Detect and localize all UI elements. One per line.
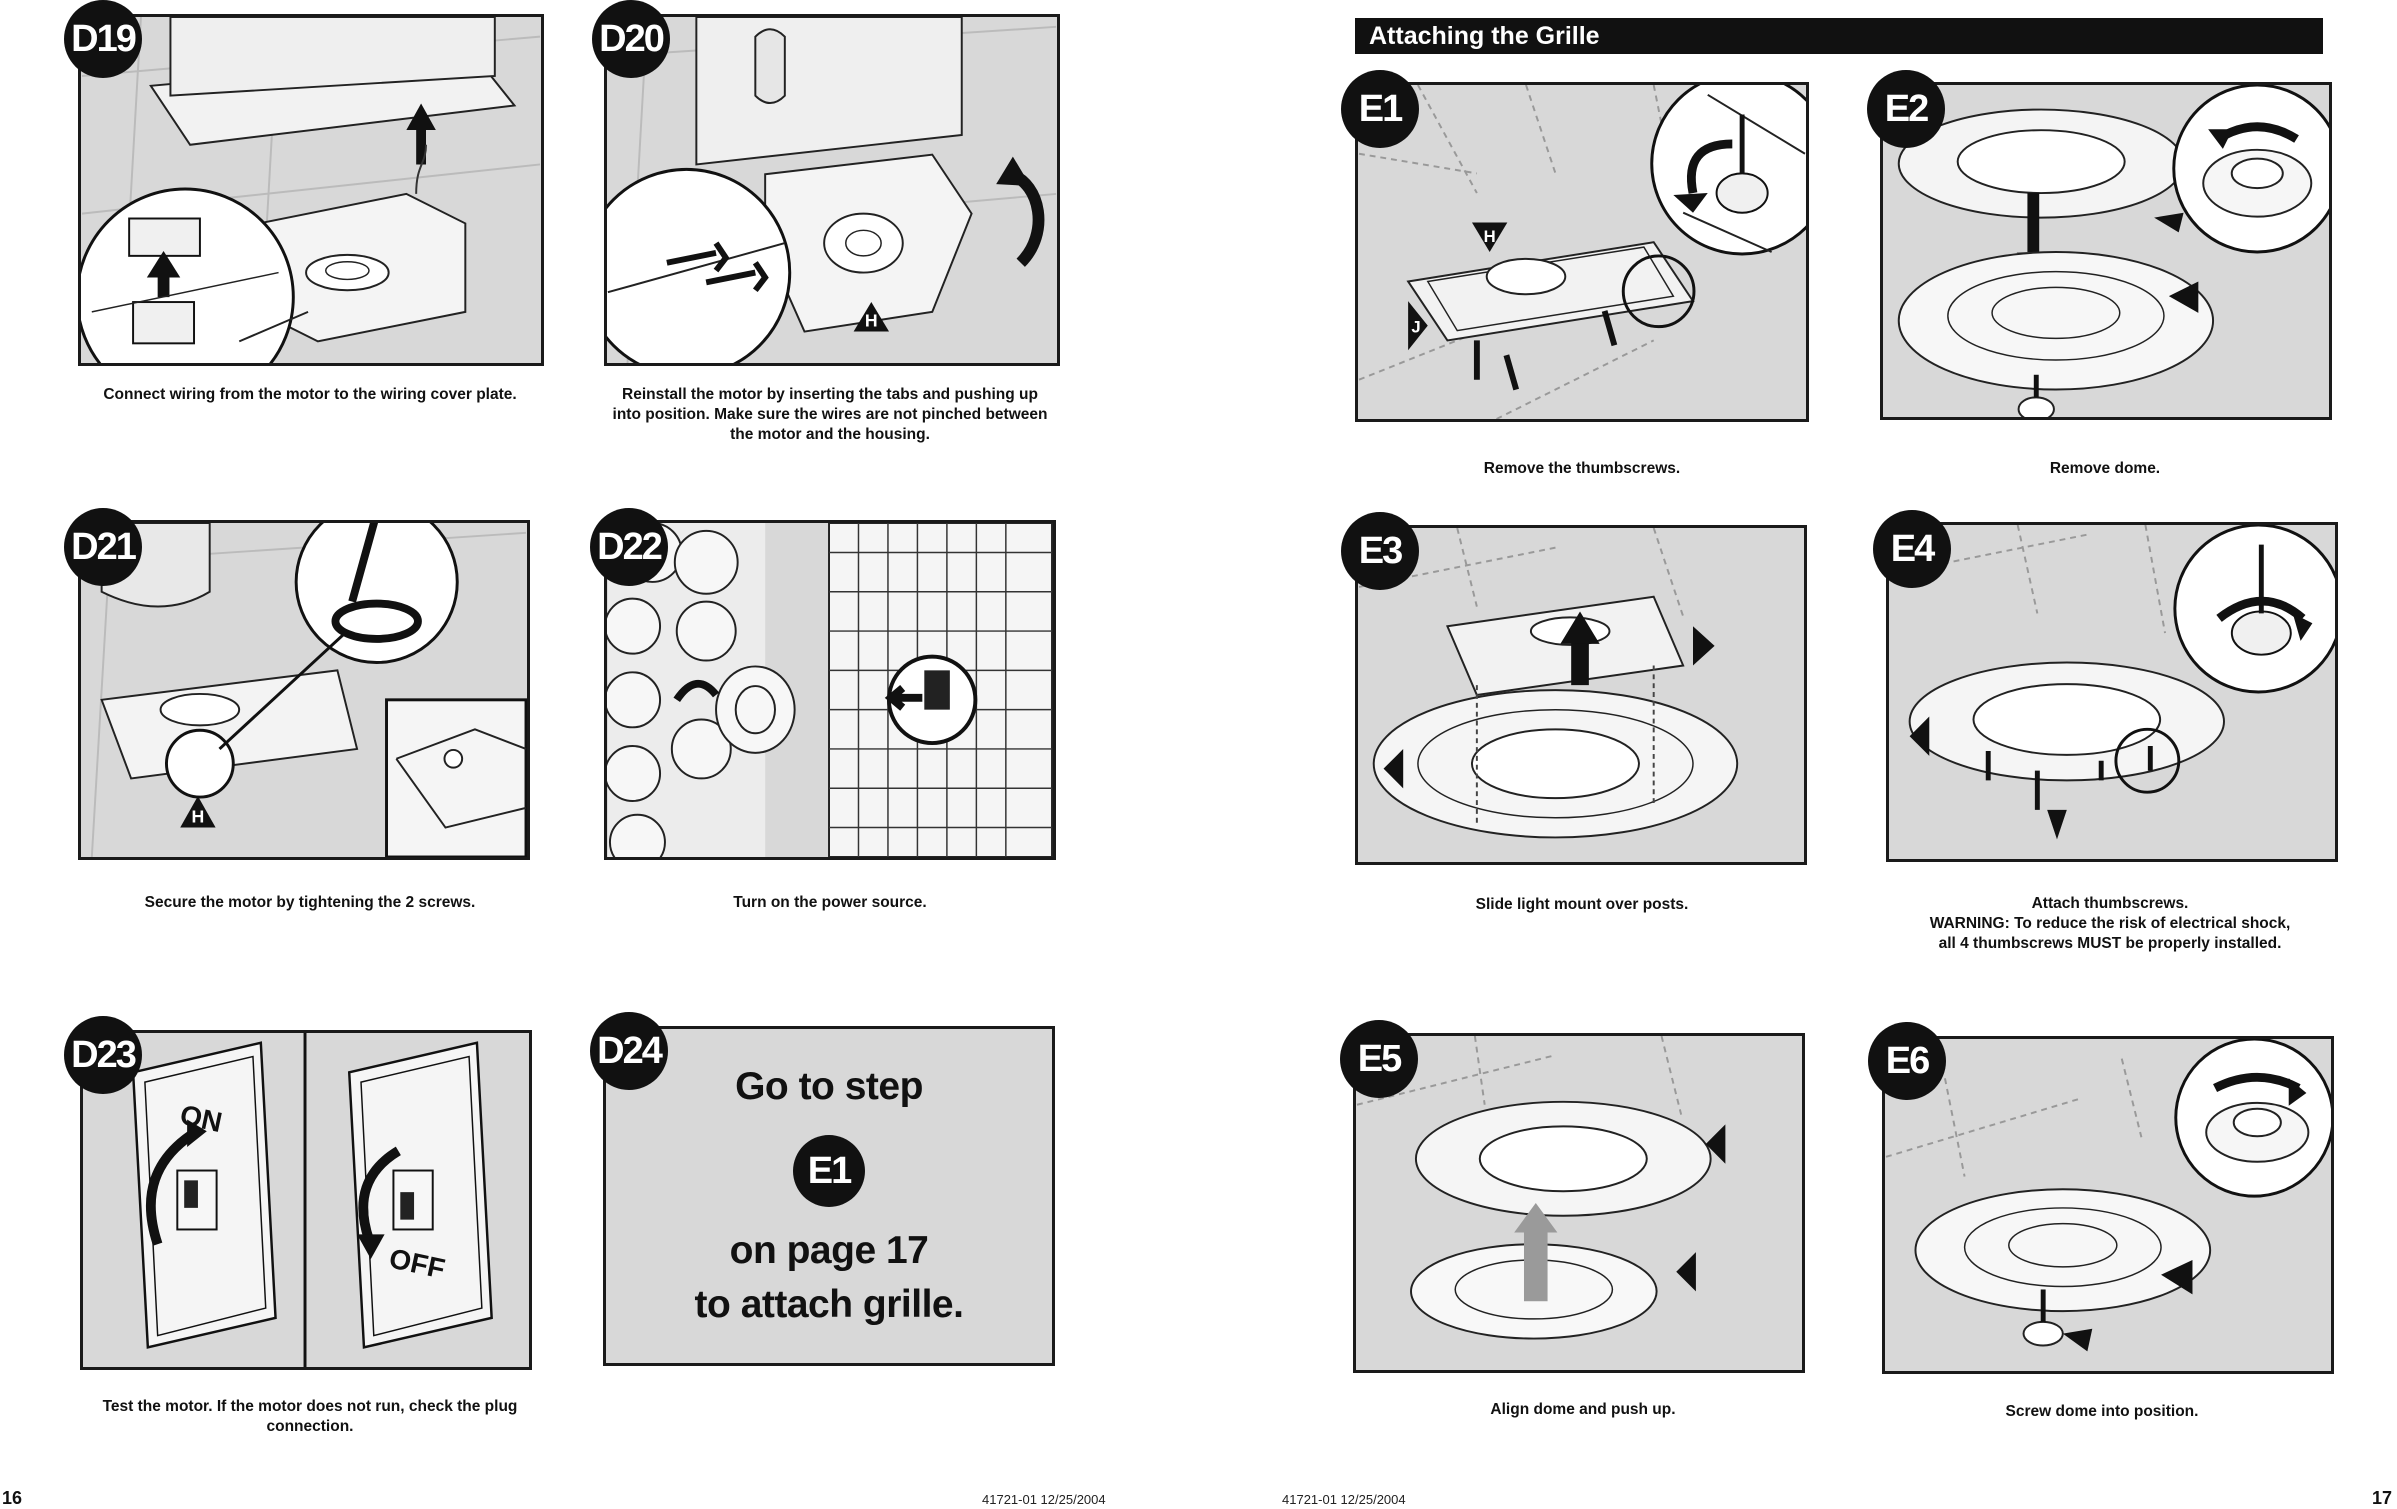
caption-e5-line-1: Align dome and push up. — [1490, 1401, 1676, 1418]
caption-e4-line-3: all 4 thumbscrews MUST be properly insta… — [1938, 935, 2282, 952]
figure-e2 — [1880, 82, 2332, 420]
align-dome-illustration — [1356, 1036, 1726, 1340]
step-badge-e3: E3 — [1341, 512, 1419, 590]
goto-line-2: on page 17 — [729, 1229, 929, 1272]
goto-line-3: to attach grille. — [694, 1283, 964, 1326]
caption-d20: Reinstall the motor by inserting the tab… — [580, 385, 1080, 445]
slide-light-mount-illustration — [1358, 528, 1739, 839]
caption-e6-line-1: Screw dome into position. — [2005, 1403, 2199, 1420]
remove-thumbscrews-illustration: H J — [1358, 85, 1806, 419]
caption-d20-line-1: Reinstall the motor by inserting the tab… — [622, 386, 1038, 403]
caption-e3-line-1: Slide light mount over posts. — [1475, 896, 1689, 913]
figure-d19 — [78, 14, 544, 366]
goto-target-badge: E1 — [793, 1135, 865, 1207]
caption-e1-line-1: Remove the thumbscrews. — [1483, 460, 1681, 477]
attach-thumbscrews-illustration — [1889, 525, 2335, 840]
caption-d22-line-1: Turn on the power source. — [733, 894, 927, 911]
tighten-screws-illustration: H — [81, 523, 527, 857]
step-badge-d20: D20 — [592, 0, 670, 78]
doc-id-right: 41721-01 12/25/2004 — [1282, 1492, 1406, 1507]
svg-text:J: J — [1411, 318, 1420, 337]
section-title: Attaching the Grille — [1355, 18, 2323, 54]
figure-d23: ON OFF — [80, 1030, 532, 1370]
screw-dome-illustration — [1885, 1039, 2331, 1352]
caption-d23-line-2: connection. — [266, 1418, 354, 1435]
figure-d24: Go to step E1 on page 17 to attach grill… — [603, 1026, 1055, 1366]
svg-text:H: H — [192, 807, 205, 827]
caption-e4-line-1: Attach thumbscrews. — [2031, 895, 2189, 912]
step-badge-d19: D19 — [64, 0, 142, 78]
caption-d21-line-1: Secure the motor by tightening the 2 scr… — [144, 894, 476, 911]
figure-e5 — [1353, 1033, 1805, 1373]
goto-step-box: Go to step E1 on page 17 to attach grill… — [606, 1029, 1052, 1363]
power-panel-illustration — [607, 523, 1053, 857]
left-page: D19 Connect wiring from the motor to the… — [0, 0, 1198, 1509]
caption-d22: Turn on the power source. — [580, 893, 1080, 913]
figure-d21: H — [78, 520, 530, 860]
page-number-left: 16 — [2, 1488, 23, 1508]
svg-text:H: H — [1484, 227, 1496, 246]
caption-d20-line-3: the motor and the housing. — [730, 426, 930, 443]
caption-d19: Connect wiring from the motor to the wir… — [60, 385, 560, 405]
step-badge-d21: D21 — [64, 508, 142, 586]
caption-d19-line-1: Connect wiring from the motor to the wir… — [103, 386, 517, 403]
figure-d20: H — [604, 14, 1060, 366]
caption-d23: Test the motor. If the motor does not ru… — [60, 1397, 560, 1437]
step-badge-e2: E2 — [1867, 70, 1945, 148]
caption-e5: Align dome and push up. — [1333, 1400, 1833, 1420]
caption-e2: Remove dome. — [1855, 459, 2355, 479]
figure-e6 — [1882, 1036, 2334, 1374]
step-badge-e1: E1 — [1341, 70, 1419, 148]
step-badge-e6: E6 — [1868, 1022, 1946, 1100]
motor-reinstall-illustration: H — [607, 17, 1057, 363]
caption-e4-line-2: WARNING: To reduce the risk of electrica… — [1929, 915, 2291, 932]
motor-wiring-illustration — [81, 17, 541, 363]
page-number-right: 17 — [2372, 1488, 2393, 1508]
caption-d20-line-2: into position. Make sure the wires are n… — [612, 406, 1048, 423]
wall-switch-illustration — [131, 1033, 493, 1367]
step-badge-d23: D23 — [64, 1016, 142, 1094]
caption-e3: Slide light mount over posts. — [1332, 895, 1832, 915]
step-badge-e5: E5 — [1340, 1020, 1418, 1098]
caption-d23-line-1: Test the motor. If the motor does not ru… — [102, 1398, 518, 1415]
figure-d22 — [604, 520, 1056, 860]
figure-e3 — [1355, 525, 1807, 865]
caption-e4: Attach thumbscrews. WARNING: To reduce t… — [1860, 894, 2360, 954]
step-badge-e4: E4 — [1873, 510, 1951, 588]
caption-e1: Remove the thumbscrews. — [1332, 459, 1832, 479]
step-badge-d24: D24 — [590, 1012, 668, 1090]
svg-text:H: H — [865, 311, 878, 331]
figure-e4 — [1886, 522, 2338, 862]
figure-e1: H J — [1355, 82, 1809, 422]
caption-d21: Secure the motor by tightening the 2 scr… — [60, 893, 560, 913]
doc-id-left: 41721-01 12/25/2004 — [982, 1492, 1106, 1507]
step-badge-d22: D22 — [590, 508, 668, 586]
goto-line-1: Go to step — [735, 1065, 923, 1108]
caption-e2-line-1: Remove dome. — [2049, 460, 2161, 477]
caption-e6: Screw dome into position. — [1852, 1402, 2352, 1422]
remove-dome-illustration — [1897, 85, 2329, 417]
